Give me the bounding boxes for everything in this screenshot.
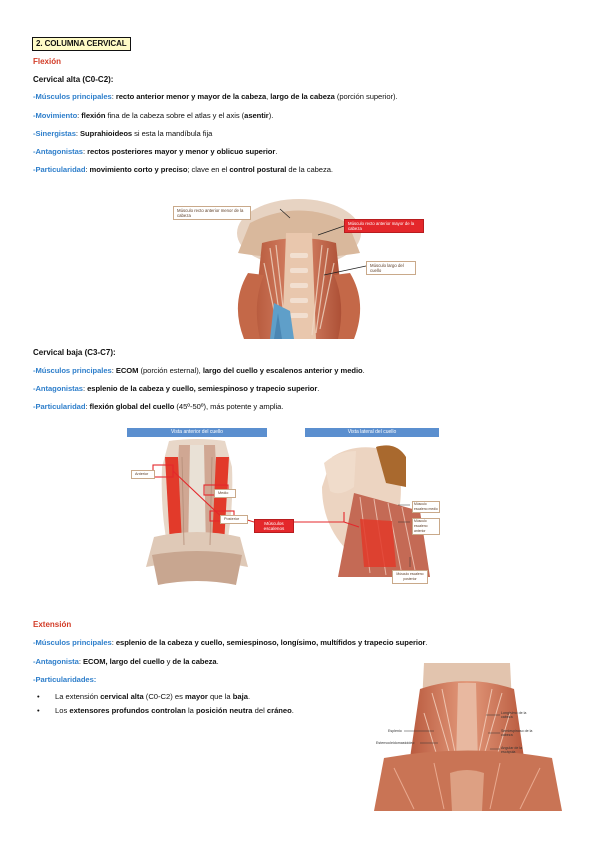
label-anterior: Anterior xyxy=(131,470,155,479)
label-semiespinoso: Semiespinoso de la cabeza xyxy=(501,729,533,737)
figure-scalene-muscles: Vista anterior del cuello Vista lateral … xyxy=(124,427,442,589)
figure-posterior-neck-extensors: Esplenio Esternocleidomastoideo Longísim… xyxy=(374,663,562,811)
label-esternocleidomastoideo: Esternocleidomastoideo xyxy=(376,741,415,745)
alta-line-4: -Antagonistas: rectos posteriores mayor … xyxy=(33,147,278,156)
baja-line-1: -Músculos principales: ECOM (porción est… xyxy=(33,366,365,375)
label-angular: Angular de la escápula xyxy=(501,746,523,754)
cervical-alta-subtitle: Cervical alta (C0-C2): xyxy=(33,75,114,84)
scalene-illustration xyxy=(146,439,430,585)
deep-neck-muscles-illustration xyxy=(237,199,367,339)
alta-line-2: -Movimiento: flexión fina de la cabeza s… xyxy=(33,111,274,120)
extension-line-3: -Particularidades: xyxy=(33,675,97,684)
baja-line-3: -Particularidad: flexión global del cuel… xyxy=(33,402,284,411)
callout-largo-del-cuello: Músculo largo del cuello xyxy=(366,261,416,275)
section-heading: 2. COLUMNA CERVICAL xyxy=(32,37,131,51)
extension-title: Extensión xyxy=(33,620,72,629)
bar-vista-lateral: Vista lateral del cuello xyxy=(305,428,439,437)
label-posterior: Posterior xyxy=(220,515,248,524)
alta-line-3: -Sinergistas: Suprahioideos si esta la m… xyxy=(33,129,213,138)
label-medio: Medio xyxy=(214,489,236,498)
figure-deep-anterior-neck-muscles: Músculo recto anterior menor de la cabez… xyxy=(170,193,428,339)
cervical-baja-subtitle: Cervical baja (C3-C7): xyxy=(33,348,116,357)
callout-recto-anterior-mayor: Músculo recto anterior mayor de la cabez… xyxy=(344,219,424,233)
bar-vista-anterior: Vista anterior del cuello xyxy=(127,428,267,437)
label-musculos-escalenos: Músculos escalenos xyxy=(254,519,294,533)
alta-line-1: -Músculos principales: recto anterior me… xyxy=(33,92,398,101)
label-esplenio: Esplenio xyxy=(388,729,402,733)
label-escaleno-medio: Músculo escaleno medio xyxy=(412,501,440,513)
label-escaleno-anterior: Músculo escaleno anterior xyxy=(412,518,440,535)
baja-line-2: -Antagonistas: esplenio de la cabeza y c… xyxy=(33,384,320,393)
posterior-neck-illustration xyxy=(374,663,562,811)
alta-line-5: -Particularidad: movimiento corto y prec… xyxy=(33,165,333,174)
extension-bullet-2: Los extensores profundos controlan la po… xyxy=(37,706,294,716)
label-longisimo: Longísimo de la cabeza xyxy=(501,711,527,719)
extension-line-2: -Antagonista: ECOM, largo del cuello y d… xyxy=(33,657,219,666)
flexion-title: Flexión xyxy=(33,57,62,66)
label-escaleno-posterior: Músculo escaleno posterior xyxy=(392,570,428,584)
extension-bullet-1: La extensión cervical alta (C0-C2) es ma… xyxy=(37,692,250,702)
callout-recto-anterior-menor: Músculo recto anterior menor de la cabez… xyxy=(173,206,251,220)
extension-line-1: -Músculos principales: esplenio de la ca… xyxy=(33,638,428,647)
